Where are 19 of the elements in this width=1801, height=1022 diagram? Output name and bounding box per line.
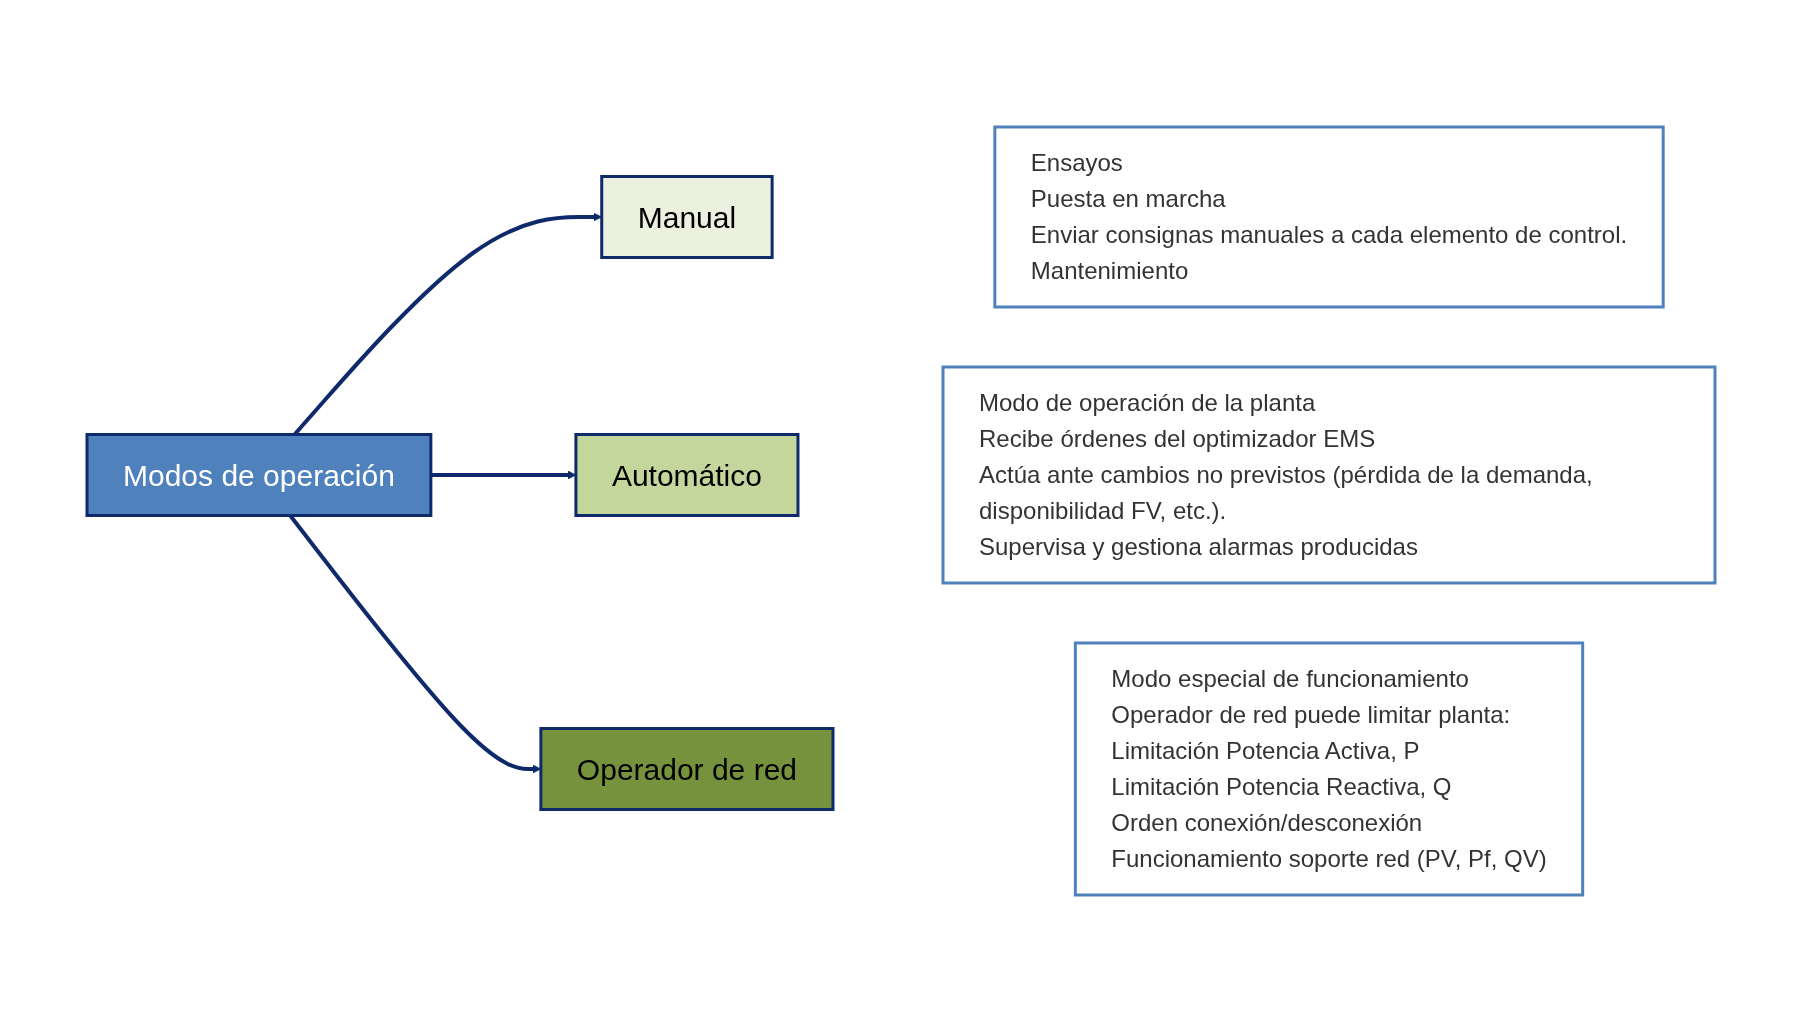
- node-label: Modo de operación de la planta: [978, 389, 1315, 416]
- node-label: Orden conexión/desconexión: [1110, 809, 1422, 836]
- node-label: Modo especial de funcionamiento: [1110, 665, 1469, 692]
- node-label: Recibe órdenes del optimizador EMS: [978, 425, 1375, 452]
- node-label: Puesta en marcha: [1030, 185, 1226, 212]
- node-box: Automático: [573, 433, 799, 517]
- arrow: [430, 470, 576, 480]
- node-label: Limitación Potencia Reactiva, Q: [1110, 773, 1452, 800]
- node-label: Limitación Potencia Activa, P: [1110, 737, 1419, 764]
- node-label: Operador de red puede limitar planta:: [1110, 701, 1510, 728]
- node-label: Actúa ante cambios no previstos (pérdida de la demanda, disponibilidad FV, etc.).: [978, 461, 1593, 524]
- node-box: Operador de red: [538, 727, 834, 811]
- node-label: Supervisa y gestiona alarmas producidas: [978, 533, 1418, 560]
- node-label: Ensayos: [1030, 149, 1123, 176]
- node-box: Modos de operación: [85, 433, 432, 517]
- node-label: Mantenimiento: [1030, 257, 1188, 284]
- node-label: Enviar consignas manuales a cada elemento de control.: [1030, 221, 1627, 248]
- node-box: Manual: [599, 175, 774, 259]
- node-label: Funcionamiento soporte red (PV, Pf, QV): [1110, 845, 1547, 872]
